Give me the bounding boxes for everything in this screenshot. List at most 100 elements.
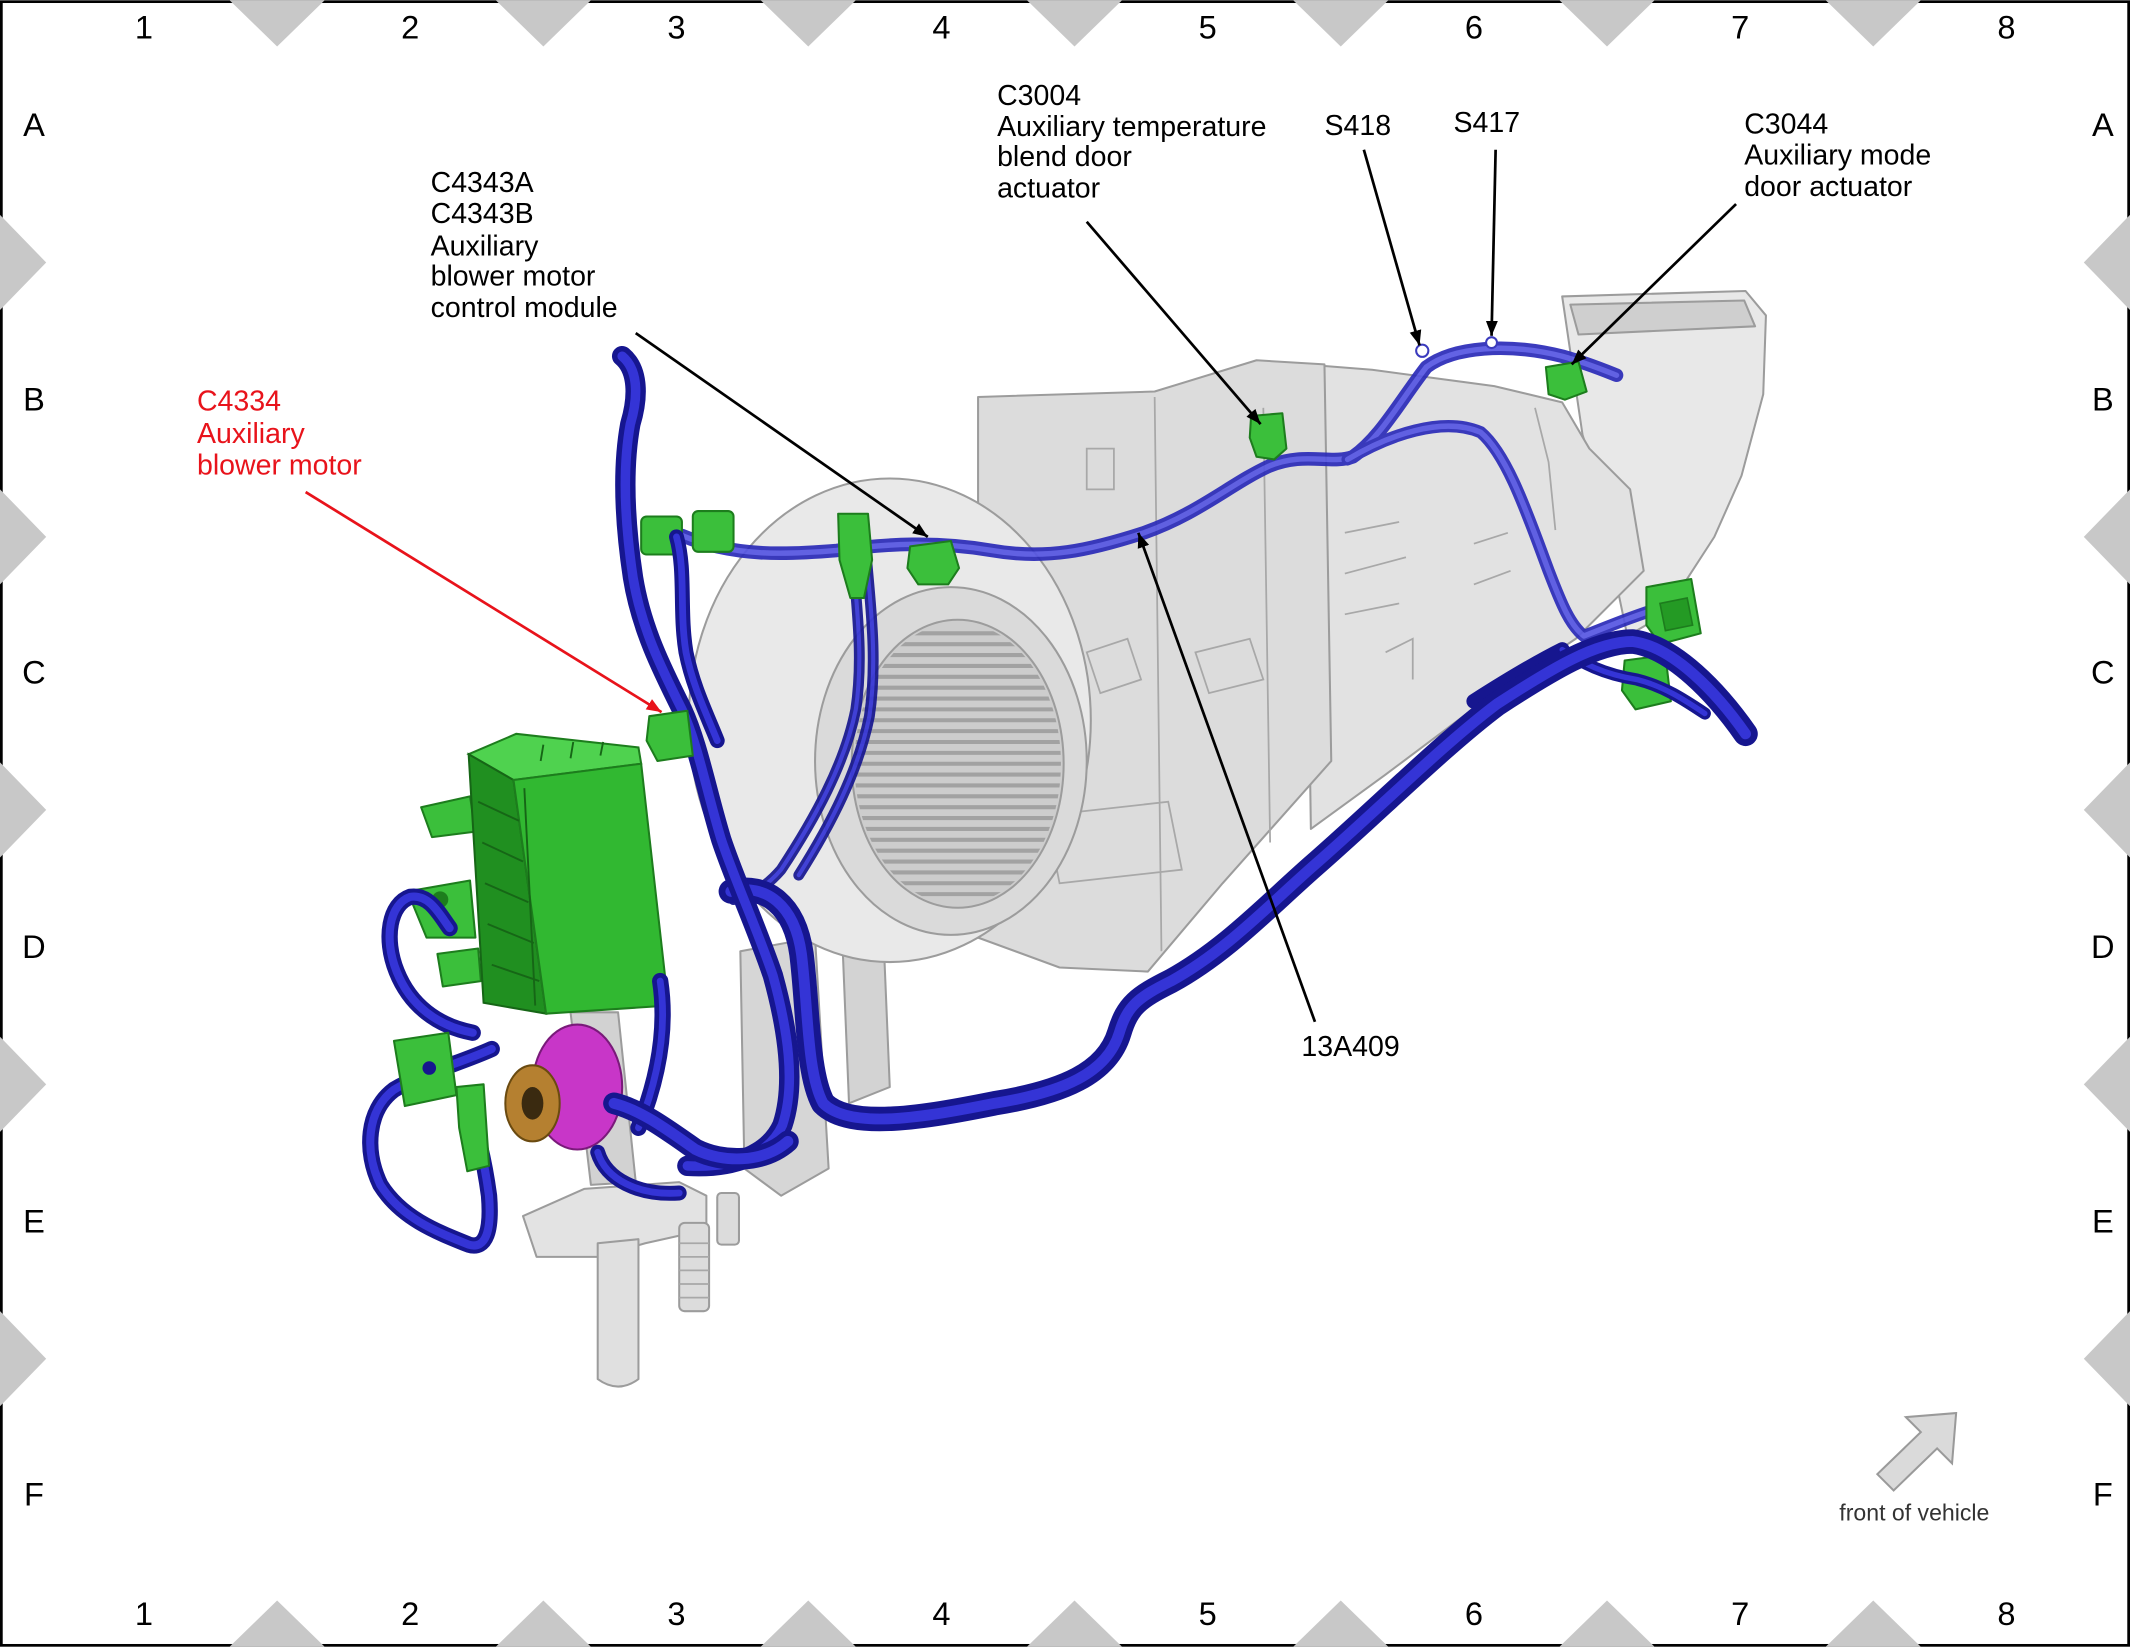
module-tab-lower xyxy=(436,947,482,988)
grid-marker xyxy=(1293,0,1389,47)
connector-lower-left-lead xyxy=(455,1083,491,1173)
callout-c3044-line: C3044 xyxy=(1744,108,1828,140)
splice-s417 xyxy=(1485,336,1498,350)
grid-marker xyxy=(0,762,47,858)
grid-marker xyxy=(1559,0,1655,47)
grid-row-label: A xyxy=(23,106,45,143)
leader-line-s418 xyxy=(1362,149,1422,346)
connector-right-upper-face xyxy=(1659,597,1694,632)
grid-column-label: 8 xyxy=(1997,8,2015,45)
grid-marker xyxy=(1293,1600,1389,1647)
callout-c3044-line: Auxiliary mode xyxy=(1744,140,1931,172)
hvac-housing xyxy=(687,289,1767,1197)
grid-marker xyxy=(0,489,47,585)
grid-column-label: 3 xyxy=(667,8,685,45)
grid-column-label: 7 xyxy=(1731,1595,1749,1632)
arrow-up-right-icon xyxy=(1875,1411,1958,1492)
grid-row-label: B xyxy=(2092,381,2114,418)
splice-s418 xyxy=(1415,343,1430,358)
connector-c4334 xyxy=(645,709,694,763)
harness-branches-faint xyxy=(682,336,1665,899)
grid-marker xyxy=(229,1600,325,1647)
callout-13a409: 13A409 xyxy=(1301,1031,1399,1063)
leader-line-c3044 xyxy=(1570,203,1738,366)
callout-c4343-line: control module xyxy=(431,292,618,324)
grid-marker xyxy=(1026,0,1123,47)
grid-row-label: B xyxy=(23,381,45,418)
grid-column-labels-bottom: 1 2 3 4 5 6 7 8 xyxy=(135,1595,2016,1632)
orientation-indicator: front of vehicle xyxy=(1839,1411,1989,1525)
callout-c4343: C4343A C4343B Auxiliary blower motor con… xyxy=(431,167,618,324)
grid-row-label: E xyxy=(23,1202,45,1239)
grid-marker xyxy=(0,1036,47,1132)
upper-connectors xyxy=(640,360,1702,711)
lower-connectors xyxy=(392,1031,491,1173)
grid-row-label: F xyxy=(2093,1475,2113,1512)
connector-c4343-body xyxy=(906,539,961,586)
housing-ribs xyxy=(1344,407,1557,680)
grid-column-label: 8 xyxy=(1997,1595,2015,1632)
grid-column-label: 4 xyxy=(932,8,950,45)
leader-line-c4343 xyxy=(634,331,929,538)
grid-marker xyxy=(2083,762,2130,858)
grid-column-label: 7 xyxy=(1731,8,1749,45)
callout-c3004-line: C3004 xyxy=(997,80,1081,112)
grid-column-label: 4 xyxy=(932,1595,950,1632)
grid-row-label: E xyxy=(2092,1202,2114,1239)
grid-marker xyxy=(495,1600,591,1647)
grid-marker xyxy=(760,0,856,47)
grid-marker xyxy=(1825,1600,1921,1647)
mounting-bracket xyxy=(521,1011,740,1388)
callout-s418: S418 xyxy=(1324,110,1391,142)
grid-row-label: A xyxy=(2092,106,2114,143)
leader-lines xyxy=(304,149,1738,1023)
bolt-threads xyxy=(679,1242,710,1299)
grid-marker xyxy=(2083,489,2130,585)
callout-c4334-line: C4334 xyxy=(197,386,281,418)
grid-marker xyxy=(1559,1600,1655,1647)
grid-marker xyxy=(760,1600,856,1647)
grid-row-labels-left: A B C D E F xyxy=(22,106,46,1512)
mounting-stud xyxy=(716,1191,740,1246)
grid-column-labels-top: 1 2 3 4 5 6 7 8 xyxy=(135,8,2016,45)
drain-tube xyxy=(596,1238,640,1388)
callout-c3004-line: actuator xyxy=(997,172,1101,204)
callout-c4343-line: C4343B xyxy=(431,198,534,230)
grid-row-labels-right: A B C D E F xyxy=(2091,106,2115,1512)
grid-row-label: D xyxy=(22,928,46,965)
harness-grommet xyxy=(504,1023,624,1151)
grid-marker xyxy=(2083,1311,2130,1407)
leader-line-s417 xyxy=(1485,149,1498,336)
grid-column-label: 2 xyxy=(401,8,419,45)
callout-c4343-line: C4343A xyxy=(431,167,534,199)
grid-marker xyxy=(229,0,325,47)
grid-column-label: 1 xyxy=(135,8,153,45)
leader-line-c4334 xyxy=(304,490,663,714)
callout-c3044-line: door actuator xyxy=(1744,171,1913,203)
connector-c3044 xyxy=(1544,360,1588,401)
housing-center-details xyxy=(1044,396,1272,952)
callout-c3044: C3044 Auxiliary mode door actuator xyxy=(1744,108,1931,202)
grid-column-label: 5 xyxy=(1199,8,1217,45)
callout-c4334-line: Auxiliary xyxy=(197,418,305,450)
front-of-vehicle-label: front of vehicle xyxy=(1839,1499,1989,1525)
connector-c4343 xyxy=(837,512,874,600)
callout-c3004-line: Auxiliary temperature xyxy=(997,111,1266,143)
grid-marker xyxy=(0,214,47,311)
callout-c3004-line: blend door xyxy=(997,141,1132,173)
grid-column-label: 2 xyxy=(401,1595,419,1632)
leader-line-c3004 xyxy=(1085,220,1262,426)
blower-grille-slats xyxy=(854,631,1061,897)
mounting-bolt xyxy=(678,1221,711,1313)
grid-column-label: 6 xyxy=(1465,8,1483,45)
callout-s417: S417 xyxy=(1454,107,1521,139)
grid-column-label: 3 xyxy=(667,1595,685,1632)
grommet-hole xyxy=(521,1087,544,1120)
leader-line-13a409 xyxy=(1137,532,1317,1023)
grid-marker xyxy=(2083,1036,2130,1132)
housing-duct-opening xyxy=(1569,299,1757,336)
housing-right-box xyxy=(1303,363,1645,830)
module-ribs xyxy=(477,741,605,1006)
